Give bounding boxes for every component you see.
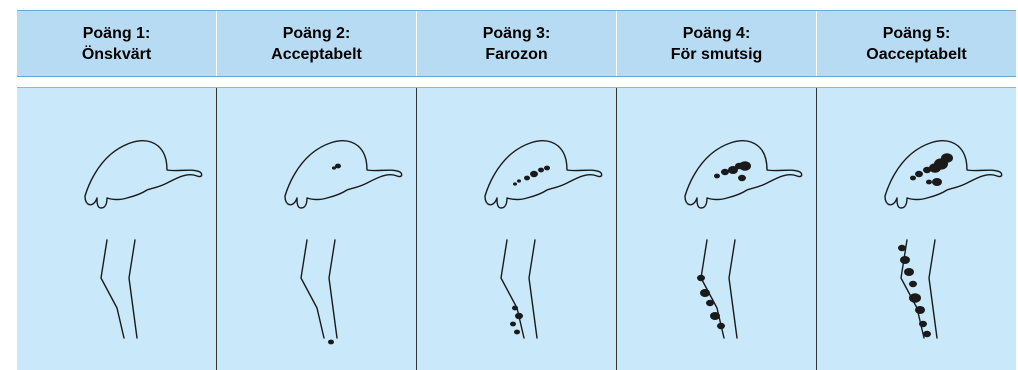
illustration-panel-score-1 bbox=[17, 88, 216, 370]
cow-udder-leg-illustration bbox=[417, 88, 616, 370]
header-cell-score-4: Poäng 4: För smutsig bbox=[616, 11, 816, 76]
header-cell-score-1: Poäng 1: Önskvärt bbox=[17, 11, 216, 76]
udder-outline bbox=[285, 141, 402, 208]
header-label-score-5: Poäng 5: Oacceptabelt bbox=[866, 23, 966, 65]
dirt-stain bbox=[910, 176, 916, 181]
score-number: Poäng 1: bbox=[82, 23, 151, 44]
dirt-stain bbox=[514, 330, 520, 335]
dirt-stain bbox=[706, 300, 714, 306]
dirt-stain bbox=[714, 174, 720, 179]
header-label-score-1: Poäng 1: Önskvärt bbox=[82, 23, 151, 65]
leg-back-line bbox=[329, 240, 337, 338]
score-description: Acceptabelt bbox=[271, 44, 362, 65]
leg-front-line bbox=[101, 240, 124, 338]
dirt-stain bbox=[915, 171, 923, 177]
leg-back-line bbox=[129, 240, 137, 338]
dirt-stain bbox=[900, 256, 910, 264]
udder-outline bbox=[885, 141, 1002, 208]
header-label-score-4: Poäng 4: För smutsig bbox=[671, 23, 763, 65]
score-description: Oacceptabelt bbox=[866, 44, 966, 65]
dirt-stain bbox=[738, 175, 746, 181]
cow-udder-leg-illustration bbox=[217, 88, 416, 370]
dirt-stain bbox=[530, 171, 538, 177]
score-number: Poäng 2: bbox=[271, 23, 362, 44]
score-number: Poäng 3: bbox=[483, 23, 551, 44]
dirt-stain bbox=[721, 169, 729, 175]
dirt-stain bbox=[923, 331, 931, 337]
illustration-panel-score-3 bbox=[416, 88, 616, 370]
dirt-stain bbox=[932, 178, 942, 186]
score-number: Poäng 4: bbox=[671, 23, 763, 44]
dirt-stain bbox=[513, 182, 517, 185]
header-cell-score-2: Poäng 2: Acceptabelt bbox=[216, 11, 416, 76]
dirt-stain bbox=[898, 245, 906, 251]
dirt-stain bbox=[512, 306, 518, 311]
score-number: Poäng 5: bbox=[866, 23, 966, 44]
dirt-stain bbox=[700, 289, 710, 297]
cow-udder-leg-illustration bbox=[17, 88, 216, 370]
header-cell-score-3: Poäng 3: Farozon bbox=[416, 11, 616, 76]
dirt-stain bbox=[915, 306, 925, 314]
dirt-stain bbox=[510, 322, 516, 327]
dirt-stain bbox=[544, 166, 550, 171]
cow-udder-leg-illustration bbox=[617, 88, 816, 370]
dirt-stain bbox=[904, 268, 914, 276]
cow-udder-leg-illustration bbox=[817, 88, 1016, 370]
illustration-band bbox=[17, 87, 1016, 370]
illustration-panel-score-2 bbox=[216, 88, 416, 370]
header-label-score-2: Poäng 2: Acceptabelt bbox=[271, 23, 362, 65]
score-description: Önskvärt bbox=[82, 44, 151, 65]
dirt-stain bbox=[710, 312, 720, 320]
dirt-stain bbox=[919, 321, 927, 327]
header-cell-score-5: Poäng 5: Oacceptabelt bbox=[816, 11, 1016, 76]
leg-back-line bbox=[529, 240, 537, 338]
dirt-stain bbox=[717, 323, 725, 329]
dirt-stain bbox=[517, 179, 521, 182]
score-description: För smutsig bbox=[671, 44, 763, 65]
dirt-stain bbox=[328, 340, 334, 345]
dirt-stain bbox=[332, 166, 336, 169]
leg-front-line bbox=[301, 240, 324, 338]
udder-outline bbox=[685, 141, 802, 208]
header-label-score-3: Poäng 3: Farozon bbox=[483, 23, 551, 65]
dirt-stain bbox=[697, 275, 705, 281]
dirt-stain bbox=[524, 176, 530, 181]
dirt-stain bbox=[941, 153, 953, 163]
illustration-panel-score-4 bbox=[616, 88, 816, 370]
dirt-stain bbox=[515, 313, 523, 319]
dirt-stain bbox=[926, 180, 932, 185]
dirt-stain bbox=[739, 161, 751, 171]
illustration-panel-score-5 bbox=[816, 88, 1016, 370]
dirt-stain bbox=[909, 281, 917, 287]
dirt-stain bbox=[909, 293, 921, 303]
dirt-stain bbox=[538, 168, 544, 173]
score-description: Farozon bbox=[483, 44, 551, 65]
udder-outline bbox=[485, 141, 602, 208]
leg-back-line bbox=[929, 240, 937, 338]
score-header-row: Poäng 1: Önskvärt Poäng 2: Acceptabelt P… bbox=[17, 10, 1016, 77]
udder-outline bbox=[85, 141, 202, 208]
leg-back-line bbox=[729, 240, 737, 338]
